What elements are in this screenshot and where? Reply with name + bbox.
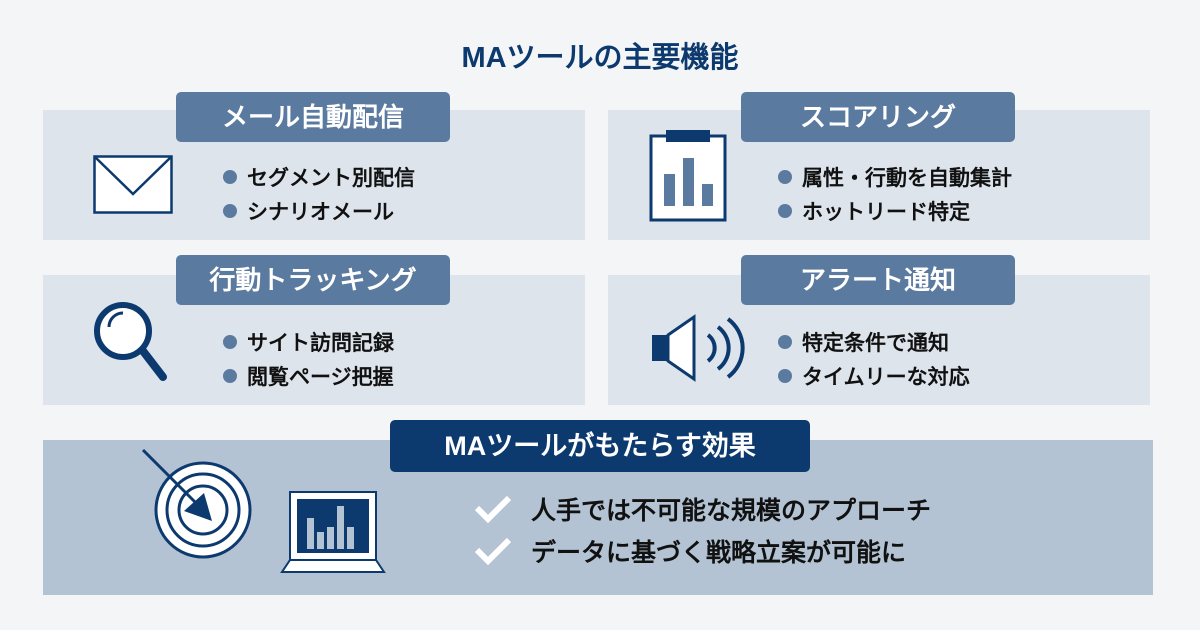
effect-item: 人手では不可能な規模のアプローチ (473, 488, 931, 530)
list-item: セグメント別配信 (223, 160, 415, 194)
laptop-chart-icon (280, 491, 386, 573)
effect-item: データに基づく戦略立案が可能に (473, 530, 931, 572)
feature-label: スコアリング (741, 92, 1015, 142)
list-item: サイト訪問記録 (223, 325, 394, 359)
feature-label: メール自動配信 (176, 92, 450, 142)
envelope-icon (93, 155, 173, 214)
list-item: シナリオメール (223, 194, 415, 228)
list-item: ホットリード特定 (778, 194, 1012, 228)
list-item: 閲覧ページ把握 (223, 359, 394, 393)
clipboard-chart-icon (649, 130, 727, 222)
effects-label: MAツールがもたらす効果 (390, 420, 810, 472)
list-item: タイムリーな対応 (778, 359, 970, 393)
page-title: MAツールの主要機能 (461, 42, 739, 74)
speaker-icon (652, 314, 745, 382)
feature-label: アラート通知 (741, 255, 1015, 305)
check-icon (474, 495, 512, 524)
feature-label: 行動トラッキング (176, 255, 450, 305)
list-item: 特定条件で通知 (778, 325, 970, 359)
check-icon (474, 537, 512, 566)
target-icon (141, 448, 252, 559)
magnifier-icon (94, 302, 167, 381)
list-item: 属性・行動を自動集計 (778, 160, 1012, 194)
